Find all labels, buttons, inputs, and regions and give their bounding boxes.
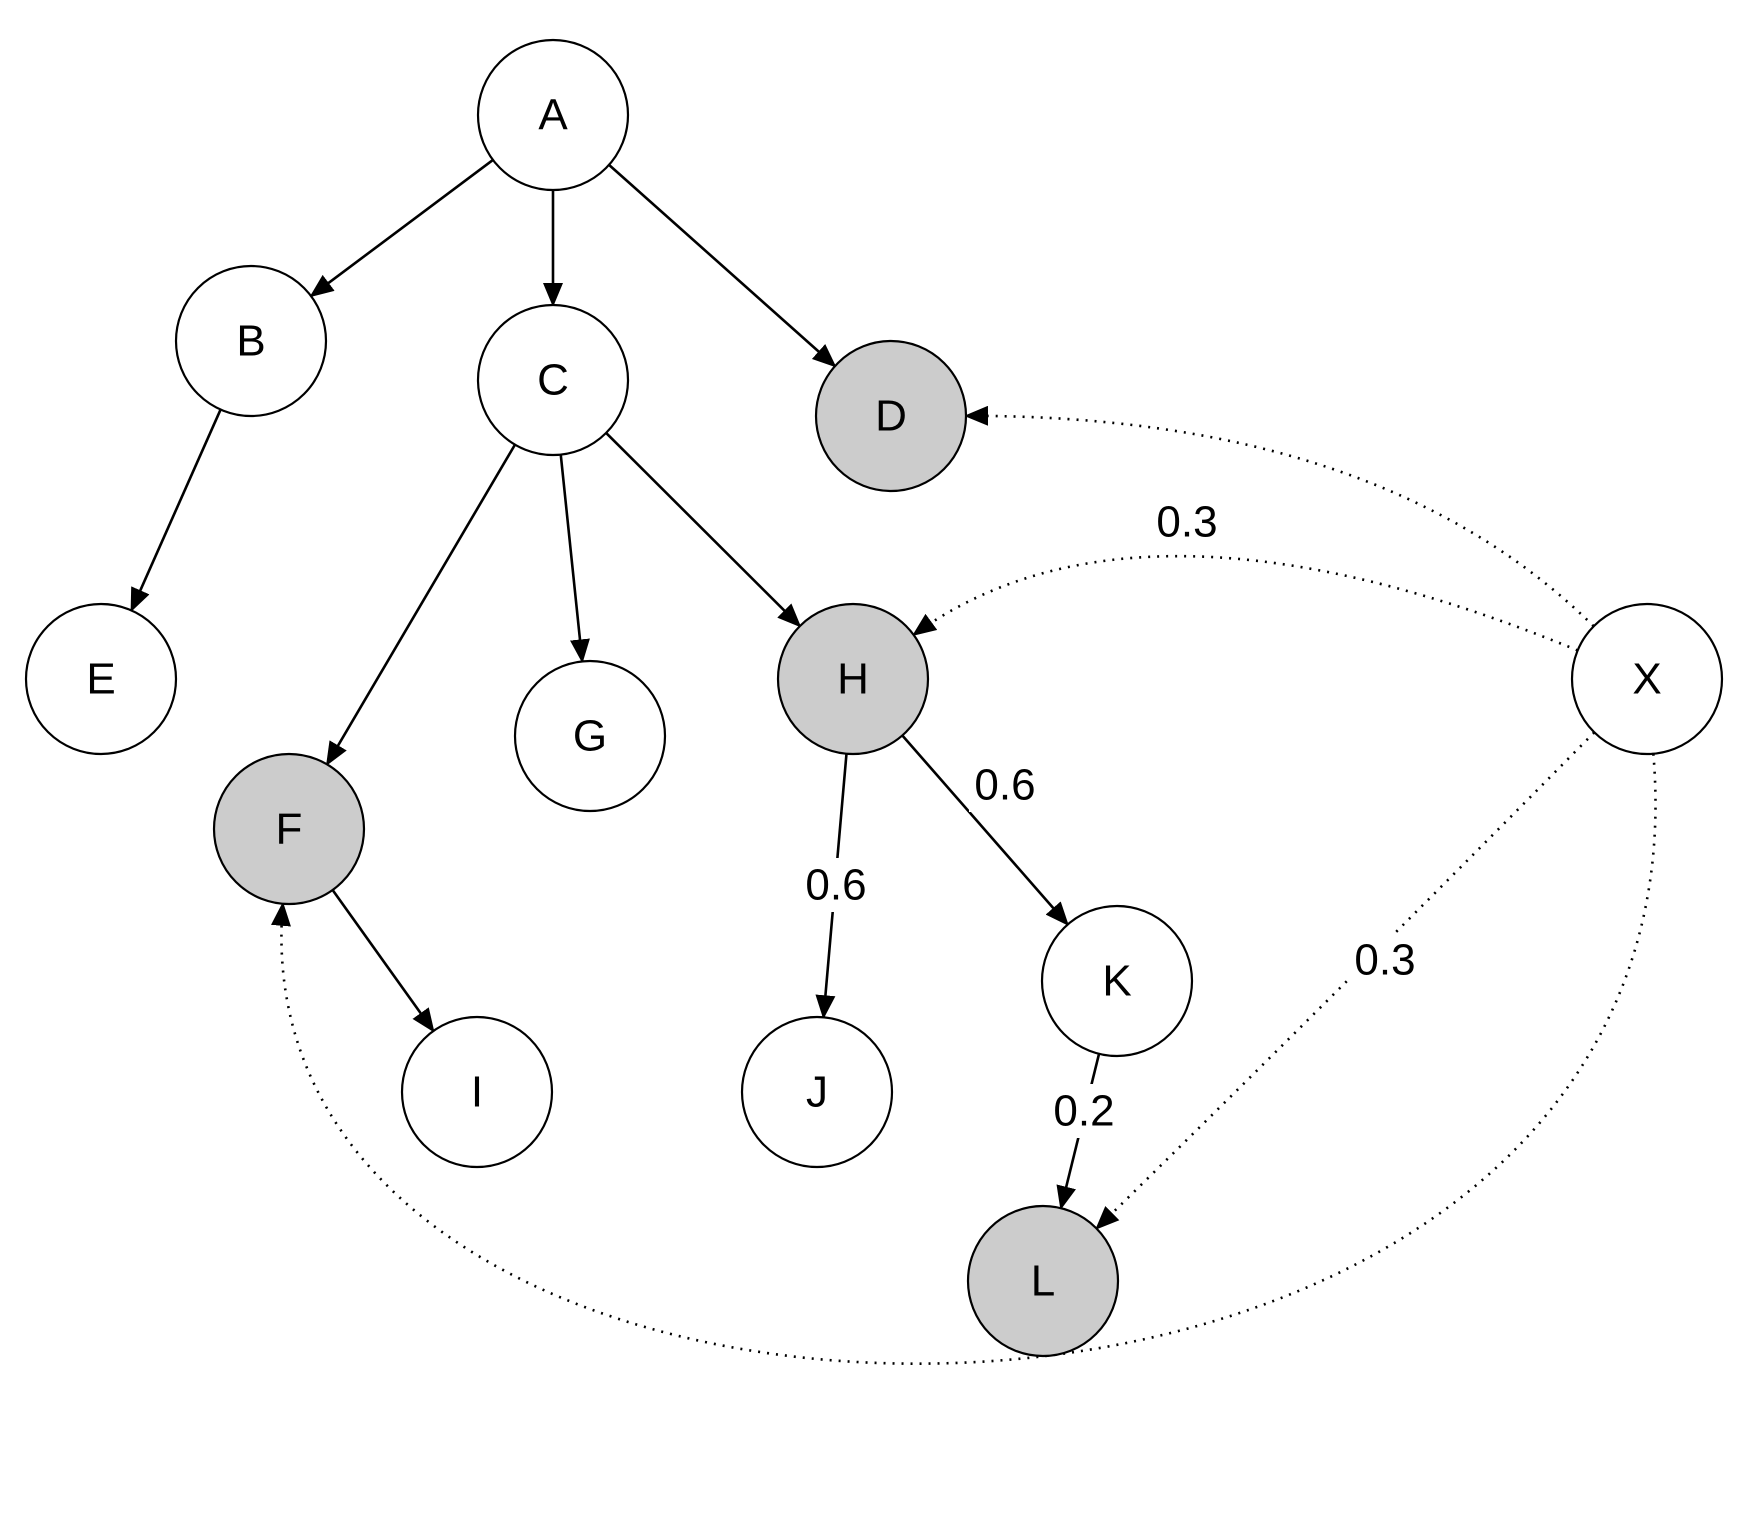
node-i: I — [400, 1015, 554, 1169]
edge-weight-label: 0.6 — [974, 761, 1035, 810]
edge-weight-label: 0.3 — [1156, 498, 1217, 547]
node-b: B — [174, 264, 328, 418]
edge-labels-layer: 0.6 0.6 0.2 0.3 0.3 — [800, 495, 1421, 1138]
node-label: D — [875, 392, 907, 441]
node-label: G — [573, 712, 607, 761]
node-circle — [776, 602, 930, 756]
node-label: F — [276, 805, 303, 854]
node-f: F — [212, 752, 366, 906]
edge-weight-x-l: 0.3 — [1349, 933, 1421, 987]
node-label: I — [471, 1068, 483, 1117]
node-c: C — [476, 303, 630, 457]
node-l: L — [966, 1204, 1120, 1358]
node-g: G — [513, 659, 667, 813]
edge-x-to-f — [271, 753, 1657, 1365]
edge-weight-x-h: 0.3 — [1151, 495, 1223, 549]
node-label: B — [236, 317, 265, 366]
node-circle — [212, 752, 366, 906]
node-label: C — [537, 356, 569, 405]
node-label: X — [1632, 655, 1661, 704]
node-circle — [740, 1015, 894, 1169]
edge-h-to-k — [901, 734, 1069, 927]
edge-c-to-f — [325, 443, 517, 767]
node-x: X — [1570, 602, 1724, 756]
node-a: A — [476, 38, 630, 192]
edge-x-to-d — [964, 405, 1595, 628]
node-d: D — [814, 339, 968, 493]
node-circle — [400, 1015, 554, 1169]
node-label: L — [1031, 1257, 1055, 1306]
nodes-layer: A B C D E F G H I J K L X — [24, 38, 1724, 1358]
node-h: H — [776, 602, 930, 756]
node-circle — [476, 38, 630, 192]
edge-b-to-e — [130, 409, 222, 613]
node-label: A — [538, 91, 568, 140]
node-label: J — [806, 1068, 828, 1117]
node-circle — [174, 264, 328, 418]
edge-a-to-b — [309, 158, 494, 298]
node-k: K — [1040, 904, 1194, 1058]
edge-x-to-h — [912, 554, 1579, 652]
edge-weight-h-k: 0.6 — [969, 758, 1041, 812]
node-circle — [814, 339, 968, 493]
node-label: H — [837, 655, 869, 704]
node-circle — [1570, 602, 1724, 756]
node-circle — [24, 602, 178, 756]
edge-f-to-i — [331, 889, 435, 1033]
edge-weight-label: 0.6 — [805, 861, 866, 910]
node-label: K — [1102, 957, 1131, 1006]
edges-layer — [130, 158, 1657, 1365]
node-label: E — [86, 655, 115, 704]
node-e: E — [24, 602, 178, 756]
node-j: J — [740, 1015, 894, 1169]
edge-weight-k-l: 0.2 — [1048, 1084, 1120, 1138]
edge-a-to-d — [608, 163, 837, 368]
node-circle — [966, 1204, 1120, 1358]
edge-weight-label: 0.2 — [1053, 1087, 1114, 1136]
edge-weight-label: 0.3 — [1354, 936, 1415, 985]
node-circle — [476, 303, 630, 457]
node-circle — [513, 659, 667, 813]
node-circle — [1040, 904, 1194, 1058]
edge-c-to-h — [605, 432, 802, 628]
edge-c-to-g — [559, 454, 590, 664]
edge-weight-h-j: 0.6 — [800, 858, 872, 912]
